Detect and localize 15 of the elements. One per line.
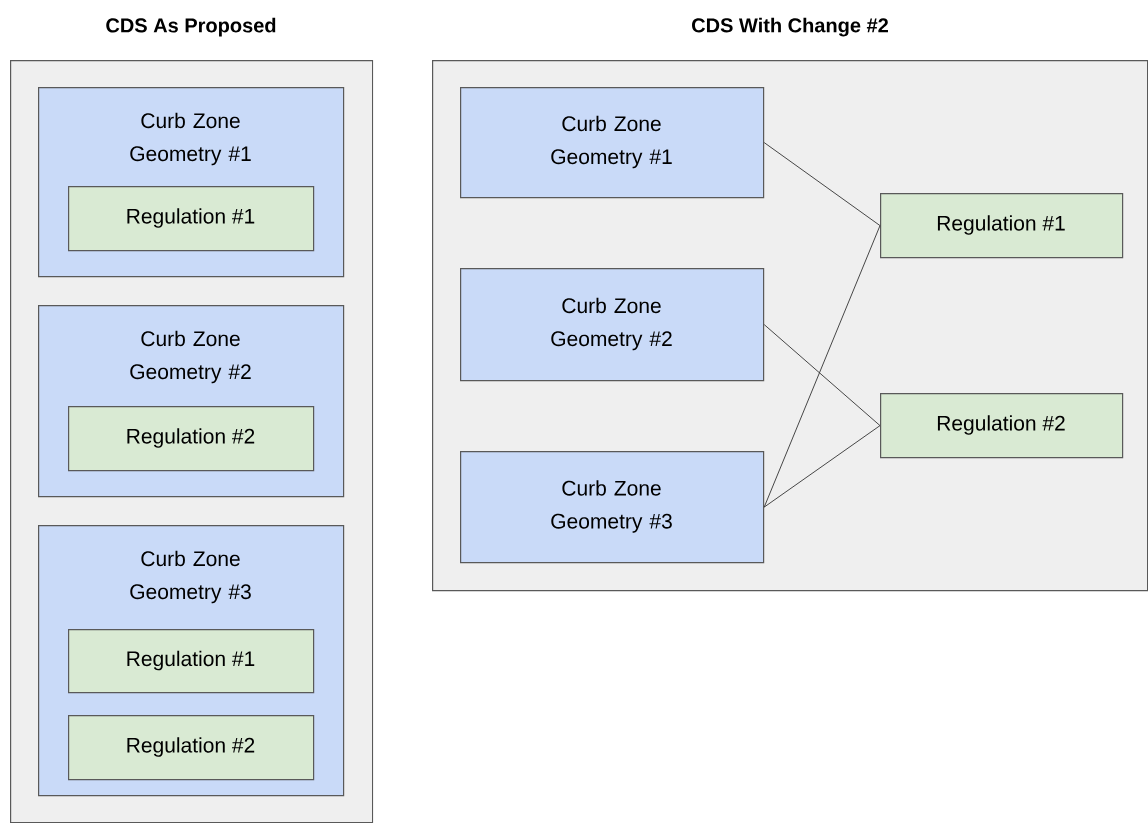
regulation-box: Regulation #1 xyxy=(68,629,315,694)
connector-line xyxy=(763,324,881,427)
regulation-box: Regulation #2 xyxy=(68,406,315,472)
zone-box: Curb Zone Geometry #2 xyxy=(460,268,765,382)
zone-box: Curb Zone Geometry #1 xyxy=(460,87,765,199)
regulation-box: Regulation #2 xyxy=(68,715,315,781)
connector-line xyxy=(763,225,881,508)
regulation-box: Regulation #1 xyxy=(880,193,1124,259)
regulation-box: Regulation #1 xyxy=(68,186,315,252)
panel-title: CDS With Change #2 xyxy=(692,17,888,37)
regulation-box: Regulation #2 xyxy=(880,393,1124,459)
connector-line xyxy=(763,142,881,227)
zone-box: Curb Zone Geometry #3 xyxy=(460,451,765,564)
connector-line xyxy=(763,425,881,508)
panel-title: CDS As Proposed xyxy=(106,17,276,37)
